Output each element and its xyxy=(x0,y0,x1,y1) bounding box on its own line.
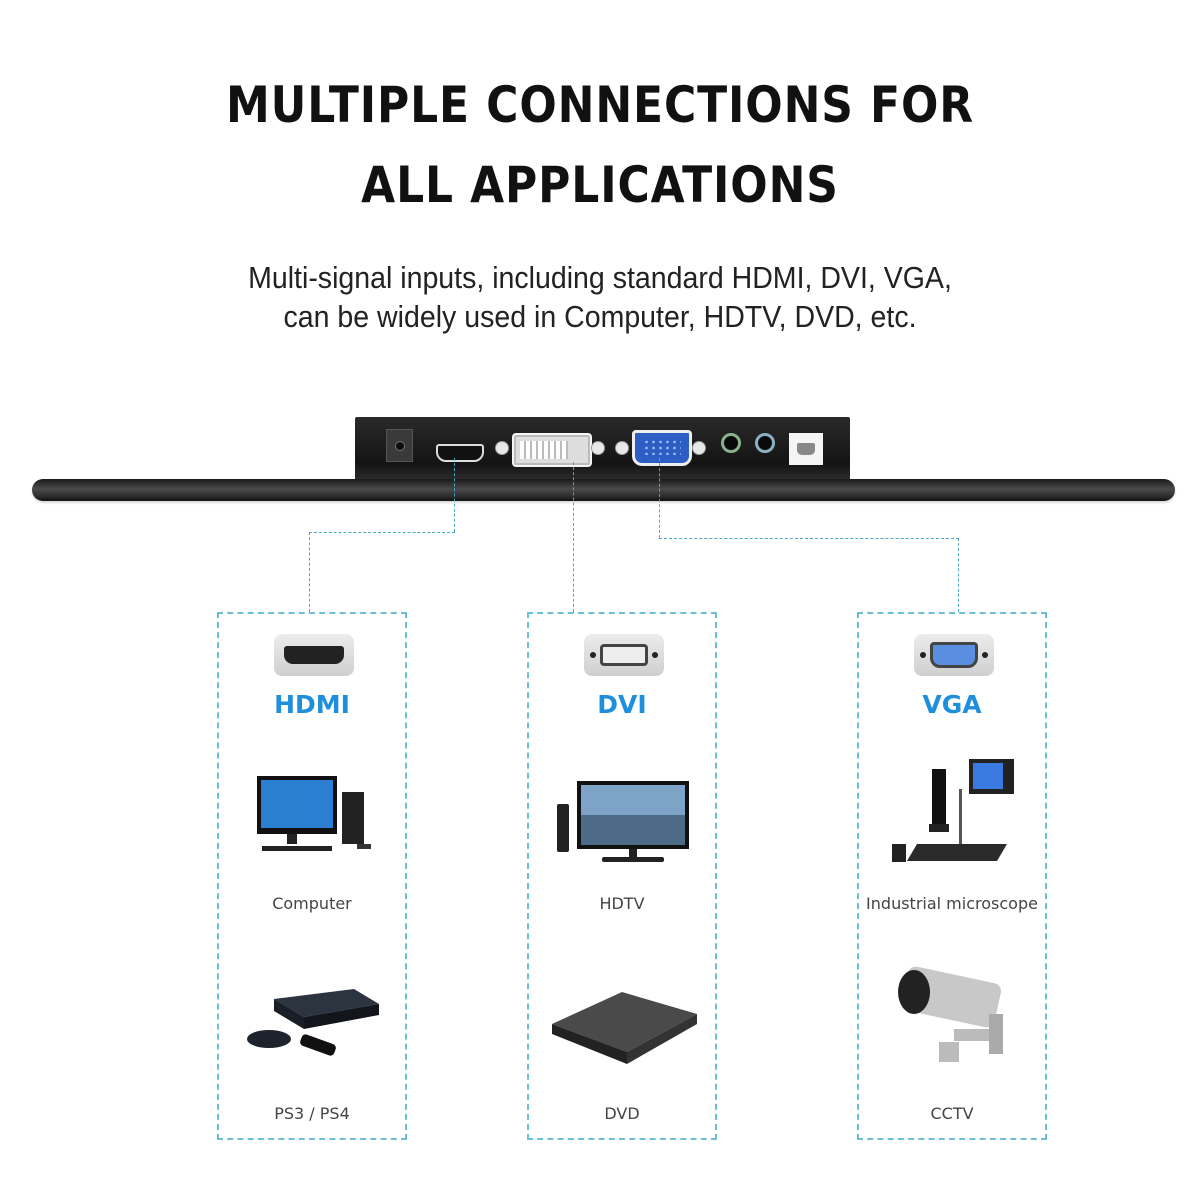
connector-line xyxy=(309,532,310,612)
device-label: DVD xyxy=(604,1104,640,1123)
dvi-port-icon xyxy=(512,433,592,467)
game-console-icon xyxy=(247,989,379,1056)
screw-icon xyxy=(615,441,629,455)
subtitle-line1: Multi-signal inputs, including standard … xyxy=(248,260,952,295)
vga-card: VGA Industrial microscope CCTV xyxy=(857,612,1047,1140)
cctv-camera-icon xyxy=(898,966,1003,1062)
dvd-drive-icon xyxy=(552,992,697,1064)
hdmi-port-icon xyxy=(436,444,484,462)
device-label: Industrial microscope xyxy=(866,894,1038,913)
connector-line xyxy=(958,538,959,612)
device-label: Computer xyxy=(272,894,352,913)
audio-jack-blue-icon xyxy=(755,433,775,453)
screw-icon xyxy=(495,441,509,455)
page-title-line2: ALL APPLICATIONS xyxy=(361,156,839,214)
connector-line xyxy=(659,458,660,538)
vga-connector-icon xyxy=(914,634,994,676)
connector-line xyxy=(659,538,959,539)
card-label: HDMI xyxy=(274,690,350,719)
device-label: HDTV xyxy=(599,894,645,913)
page-title-line1: MULTIPLE CONNECTIONS FOR xyxy=(225,76,975,134)
device-label: CCTV xyxy=(930,1104,974,1123)
hdmi-card: HDMI Computer PS3 / PS4 xyxy=(217,612,407,1140)
audio-jack-green-icon xyxy=(721,433,741,453)
dvi-connector-icon xyxy=(584,634,664,676)
connector-line xyxy=(454,458,455,532)
usb-b-port-icon xyxy=(789,433,823,465)
monitor-edge xyxy=(32,479,1175,501)
screw-icon xyxy=(591,441,605,455)
device-label: PS3 / PS4 xyxy=(274,1104,350,1123)
screw-icon xyxy=(692,441,706,455)
subtitle: Multi-signal inputs, including standard … xyxy=(48,258,1152,336)
connector-line xyxy=(309,532,455,533)
dvi-card: DVI HDTV DVD xyxy=(527,612,717,1140)
hdmi-connector-icon xyxy=(274,634,354,676)
tv-icon xyxy=(557,781,689,862)
vga-port-icon xyxy=(632,430,692,466)
subtitle-line2: can be widely used in Computer, HDTV, DV… xyxy=(283,299,917,334)
desktop-computer-icon xyxy=(257,776,371,851)
microscope-icon xyxy=(892,759,1014,862)
card-label: DVI xyxy=(597,690,647,719)
card-label: VGA xyxy=(922,690,982,719)
connector-line xyxy=(573,462,574,612)
dc-power-port-icon xyxy=(386,429,413,462)
